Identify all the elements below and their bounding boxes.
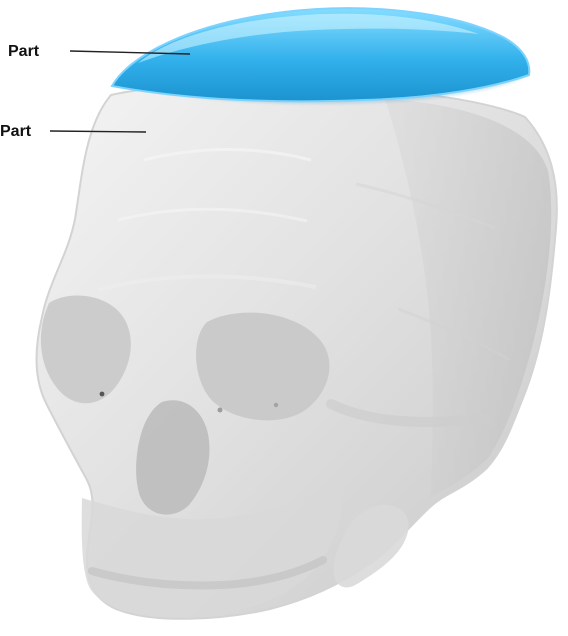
- small-hole-left: [100, 392, 105, 397]
- skull-part-label: Part: [0, 124, 31, 140]
- small-hole-right: [274, 403, 278, 407]
- skull: [36, 85, 556, 619]
- implant-part-label: Part: [8, 44, 39, 60]
- skull-leader-line: [50, 131, 146, 132]
- implant-cap: [112, 8, 529, 104]
- small-hole-center: [218, 408, 223, 413]
